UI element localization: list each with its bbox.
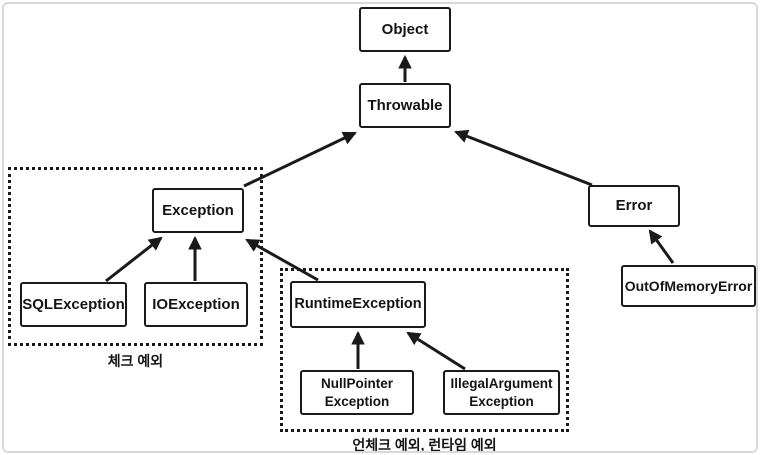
group-checked-exceptions-label: 체크 예외 — [107, 353, 164, 369]
node-outofmemoryerror: OutOfMemoryError — [621, 265, 756, 307]
node-runtimeexception: RuntimeException — [290, 281, 426, 328]
node-throwable: Throwable — [359, 83, 451, 128]
edge-outofmemoryerror-to-error — [648, 229, 675, 264]
edge-error-to-throwable — [454, 129, 593, 187]
group-unchecked-exceptions-label: 언체크 예외, 런타임 예외 — [352, 437, 497, 453]
node-object: Object — [359, 7, 451, 52]
node-nullpointerexception: NullPointer Exception — [300, 370, 414, 415]
node-sqlexception: SQLException — [20, 282, 127, 327]
group-unchecked-exceptions — [280, 268, 569, 432]
node-exception: Exception — [152, 188, 244, 233]
node-error: Error — [588, 185, 680, 227]
node-illegalargumentexception: IllegalArgument Exception — [443, 370, 560, 415]
node-ioexception: IOException — [144, 282, 248, 327]
